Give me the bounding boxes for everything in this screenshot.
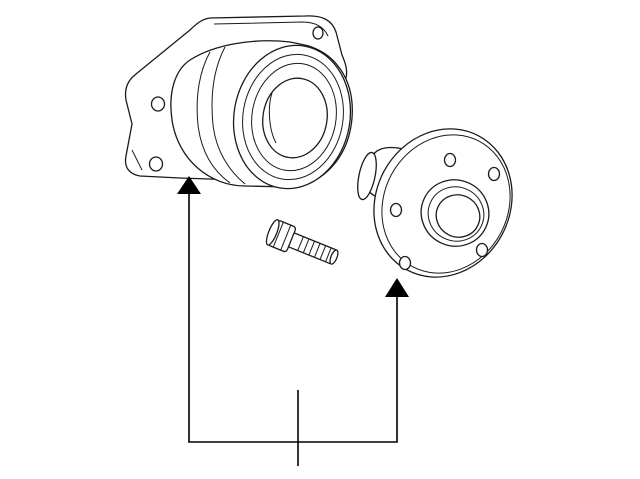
bearing-bore — [262, 77, 328, 159]
callout-leader — [177, 176, 409, 466]
flange-hole-bottom-right — [475, 242, 489, 258]
arrow-to-bearing-icon — [177, 176, 201, 194]
arrow-to-flange-icon — [385, 278, 409, 297]
hub-bearing-assembly — [124, 15, 353, 190]
flange-hole-left — [389, 202, 403, 218]
flange-center-bore-inner — [435, 194, 481, 238]
flange-hole-right — [487, 166, 501, 182]
flange-hole-top — [443, 152, 457, 168]
bolt — [265, 219, 339, 265]
flange-hole-bottom-left — [398, 255, 412, 271]
mount-hole-left-upper — [150, 96, 166, 112]
mount-hole-left-lower — [148, 156, 164, 172]
leader-line-bracket — [188, 192, 398, 443]
hub-flange — [357, 128, 513, 278]
mount-hole-top-right — [312, 26, 324, 40]
